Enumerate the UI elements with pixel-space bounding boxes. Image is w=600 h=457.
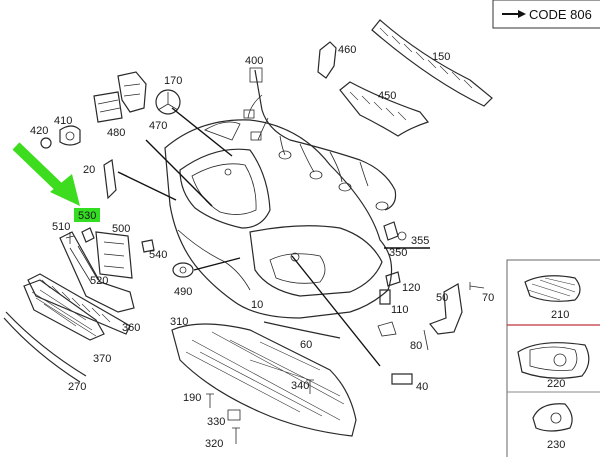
callout-370: 370 [93, 353, 111, 365]
callout-120: 120 [402, 282, 420, 294]
callout-350: 350 [389, 247, 407, 259]
part-120-clip [385, 271, 401, 287]
callout-110: 110 [391, 304, 409, 316]
part-60-strip [263, 321, 341, 339]
callout-460: 460 [338, 44, 356, 56]
part-530-clip [81, 227, 95, 243]
part-450-bracket [339, 81, 430, 137]
callout-210: 210 [551, 309, 569, 321]
part-50-bracket [429, 283, 463, 335]
part-480-module [93, 91, 123, 123]
part-490-sensor [172, 262, 194, 278]
callout-190: 190 [183, 392, 201, 404]
callout-540: 540 [149, 249, 167, 261]
part-150-bar [371, 19, 493, 107]
part-510-screw [65, 232, 75, 244]
part-420-ring [40, 137, 52, 149]
callout-310: 310 [170, 316, 188, 328]
part-80-sensor [423, 329, 429, 351]
callout-40: 40 [416, 381, 428, 393]
part-350-clip [383, 221, 399, 241]
callout-330: 330 [207, 416, 225, 428]
callout-530: 530 [78, 210, 96, 222]
callout-500: 500 [112, 223, 130, 235]
part-370-mesh [23, 279, 105, 341]
callout-270: 270 [68, 381, 86, 393]
callout-340: 340 [291, 380, 309, 392]
callout-320: 320 [205, 438, 223, 450]
callout-10: 10 [251, 299, 263, 311]
part-310-shield [171, 323, 357, 437]
callout-450: 450 [378, 90, 396, 102]
callout-230: 230 [547, 439, 565, 451]
part-340-bolt [306, 379, 314, 394]
callout-80: 80 [410, 340, 422, 352]
part-220-trim [517, 342, 590, 379]
part-355-nut [397, 231, 407, 241]
part-410-sensor [59, 125, 81, 146]
callout-20: 20 [83, 164, 95, 176]
callout-520: 520 [90, 275, 108, 287]
callout-50: 50 [436, 292, 448, 304]
part-20-bracket [103, 158, 117, 200]
part-540-nut [141, 239, 155, 253]
part-270-strip [3, 311, 87, 383]
part-clip-small [377, 321, 397, 337]
highlight-530: 530 [74, 208, 100, 222]
callout-420: 420 [30, 125, 48, 137]
part-400-harness [243, 67, 397, 211]
part-460-clip [317, 41, 337, 79]
callout-150: 150 [432, 51, 450, 63]
callout-355: 355 [411, 235, 429, 247]
code-header: CODE 806 [492, 0, 600, 29]
part-70-screw [469, 282, 485, 290]
part-230-trim [532, 403, 573, 432]
callout-410: 410 [54, 115, 72, 127]
callout-480: 480 [107, 127, 125, 139]
part-110-sensor [379, 289, 391, 305]
callout-490: 490 [174, 286, 192, 298]
part-170-emblem [155, 89, 181, 115]
callout-170: 170 [164, 75, 182, 87]
part-190-screw [206, 393, 214, 408]
callout-470: 470 [149, 120, 167, 132]
part-210-trim [524, 275, 581, 302]
part-470-bracket [117, 71, 147, 113]
callout-400: 400 [245, 55, 263, 67]
callout-510: 510 [52, 221, 70, 233]
leader-lines [117, 107, 430, 367]
green-pointer-arrow-icon [12, 142, 80, 206]
part-330-clip [227, 409, 241, 421]
callout-60: 60 [300, 339, 312, 351]
callout-360: 360 [122, 322, 140, 334]
callout-220: 220 [547, 378, 565, 390]
code-label: CODE 806 [529, 7, 592, 22]
callout-70: 70 [482, 292, 494, 304]
right-arrow-icon [502, 10, 526, 18]
part-40-bracket [391, 373, 413, 385]
part-500-plate [95, 231, 133, 279]
part-520-bracket [59, 231, 135, 313]
part-320-bolt [232, 427, 240, 444]
part-10-bumper [164, 119, 393, 319]
side-panels: 210 220 230 [506, 259, 600, 457]
